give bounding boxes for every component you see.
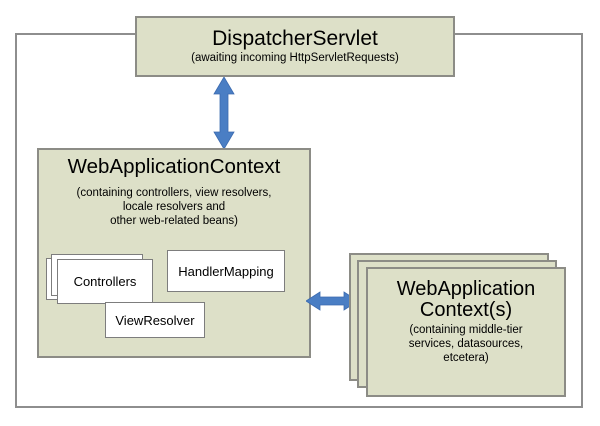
- web-application-context-subtitle-line-3: other web-related beans): [110, 215, 238, 228]
- view-resolver-label: ViewResolver: [115, 312, 195, 328]
- backend-context-title-line-1: WebApplication: [396, 278, 536, 300]
- backend-context-box[interactable]: WebApplication Context(s) (containing mi…: [366, 267, 566, 397]
- backend-context-title-line-2: Context(s): [419, 299, 513, 321]
- handler-mapping-label: HandlerMapping: [178, 263, 274, 279]
- backend-context-subtitle-line-1: (containing middle-tier: [409, 324, 523, 336]
- web-application-context-subtitle-line-1: (containing controllers, view resolvers,: [76, 187, 272, 199]
- dispatcher-to-webcontext-arrow: [211, 77, 237, 149]
- controllers-label: Controllers: [73, 274, 137, 289]
- dispatcher-servlet-title: DispatcherServlet: [212, 27, 378, 51]
- backend-web-application-context-stack[interactable]: WebApplication Context(s) (containing mi…: [349, 253, 567, 398]
- view-resolver-box[interactable]: ViewResolver: [105, 302, 205, 338]
- backend-context-subtitle-line-3: etcetera): [443, 352, 489, 365]
- web-application-context-subtitle: (containing controllers, view resolvers,…: [45, 186, 303, 228]
- web-application-context-title: WebApplicationContext: [67, 155, 281, 178]
- backend-context-subtitle: (containing middle-tier services, dataso…: [409, 323, 523, 365]
- dispatcher-servlet-box[interactable]: DispatcherServlet (awaiting incoming Htt…: [135, 16, 455, 77]
- web-application-context-subtitle-line-2: locale resolvers and: [122, 201, 226, 214]
- controllers-stack[interactable]: Controllers: [46, 250, 154, 308]
- backend-context-subtitle-line-2: services, datasources,: [408, 338, 524, 351]
- dispatcher-servlet-subtitle: (awaiting incoming HttpServletRequests): [191, 51, 399, 64]
- webcontext-to-backend-arrow: [306, 288, 358, 314]
- controllers-box[interactable]: Controllers: [57, 259, 153, 304]
- handler-mapping-box[interactable]: HandlerMapping: [167, 250, 285, 292]
